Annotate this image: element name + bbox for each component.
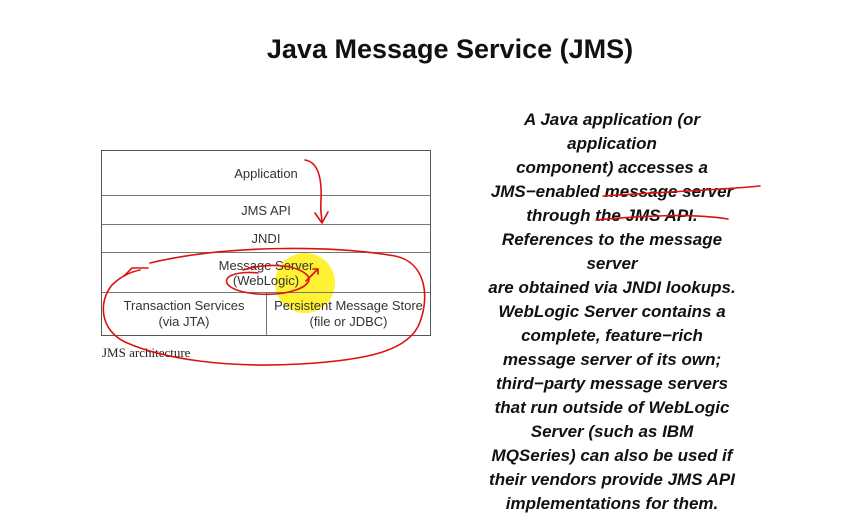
desc-line: application [567,134,657,153]
cell-persistent-store: Persistent Message Store (file or JDBC) [267,293,430,335]
desc-line: server [586,254,638,273]
desc-line: References to the message [501,230,723,249]
transaction-services-label: Transaction Services [123,298,245,313]
persistent-store-sublabel: (file or JDBC) [309,314,388,329]
persistent-store-label: Persistent Message Store [274,298,423,313]
desc-line: component) accesses a [516,158,708,177]
layer-message-server: Message Server (WebLogic) [102,253,430,293]
desc-line: MQSeries) can also be used if [491,446,733,465]
desc-line: are obtained via JNDI lookups. [488,278,736,297]
transaction-services-sublabel: (via JTA) [158,314,210,329]
desc-line: implementations for them. [505,494,719,513]
layer-application-label: Application [234,165,298,181]
desc-line: complete, feature−rich [521,326,703,345]
message-server-label: Message Server [218,257,314,273]
desc-line: WebLogic Server contains a [498,302,726,321]
desc-line: that run outside of WebLogic [494,398,730,417]
diagram-caption: JMS architecture [102,345,191,360]
slide-title: Java Message Service (JMS) [266,34,634,64]
desc-line: JMS−enabled message server [490,182,734,201]
layer-application: Application [102,151,430,196]
description-text: A Java application (or application compo… [462,108,762,516]
layer-jms-api-label: JMS API [241,202,291,218]
layer-jms-api: JMS API [102,196,430,225]
desc-line: their vendors provide JMS API [489,470,735,489]
desc-line: Server (such as IBM [530,422,694,441]
layer-jndi: JNDI [102,225,430,253]
cell-transaction-services: Transaction Services (via JTA) [102,293,267,335]
desc-line: A Java application (or [523,110,701,129]
layer-jndi-label: JNDI [251,231,281,246]
desc-line: through the JMS API. [526,206,698,225]
desc-line: third−party message servers [496,374,728,393]
layer-services: Transaction Services (via JTA) Persisten… [102,293,430,335]
message-server-sublabel: (WebLogic) [232,272,300,288]
jms-architecture-diagram: Application JMS API JNDI Message Server … [101,150,431,336]
desc-line: message server of its own; [502,350,722,369]
